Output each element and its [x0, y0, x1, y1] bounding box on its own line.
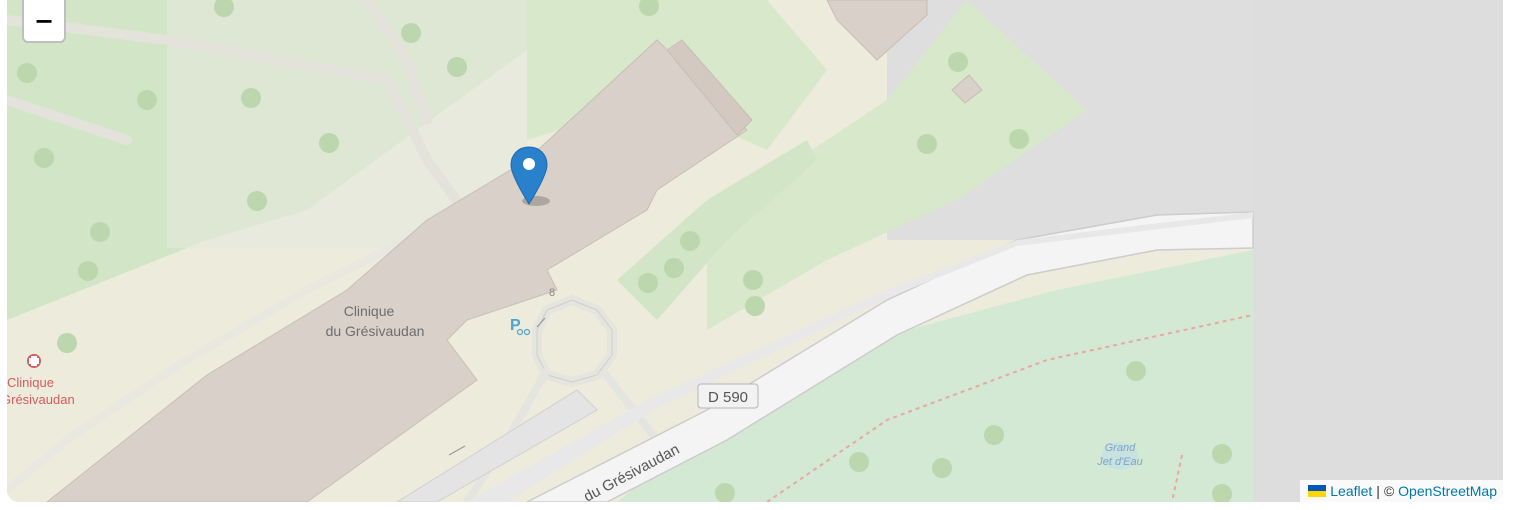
- bicycle-parking-icon: P: [510, 317, 531, 336]
- building-tiny: [951, 74, 983, 104]
- map-attribution: Leaflet | © OpenStreetMap: [1300, 480, 1503, 502]
- openstreetmap-link[interactable]: OpenStreetMap: [1398, 483, 1497, 499]
- road-ref-shield: D 590: [697, 383, 759, 409]
- pond: [1102, 442, 1138, 470]
- hospital-cross-icon: [27, 354, 41, 368]
- attribution-separator: |: [1376, 483, 1380, 499]
- map-tiles[interactable]: Clinique du Grésivaudan Clinique Grésiva…: [7, 0, 1503, 502]
- water-label-line2: Jet d'Eau: [1096, 456, 1143, 468]
- building-label-line1: Clinique: [344, 303, 395, 319]
- trees: [17, 0, 1232, 502]
- road-shoulder: [467, 212, 1253, 502]
- footpath-2: [1171, 454, 1183, 502]
- grass-area-right: [707, 0, 1087, 330]
- building-wing: [666, 39, 753, 136]
- road-d590: [526, 211, 1254, 502]
- parking-lot: [396, 389, 598, 502]
- zoom-out-button[interactable]: −: [22, 0, 66, 43]
- house-number: 8: [549, 287, 555, 299]
- minus-icon: −: [33, 7, 55, 35]
- copyright-symbol: ©: [1383, 483, 1395, 499]
- map-view[interactable]: Clinique du Grésivaudan Clinique Grésiva…: [7, 0, 1503, 502]
- clinic-building: [46, 39, 748, 502]
- map-marker-icon[interactable]: [510, 146, 558, 213]
- park-bottom: [617, 250, 1253, 502]
- poi-label-line1: Clinique: [7, 375, 54, 390]
- leaflet-link[interactable]: Leaflet: [1330, 483, 1373, 499]
- oneway-arrow: [536, 317, 546, 328]
- building-label-line2: du Grésivaudan: [326, 323, 425, 339]
- poi-label-line2: Grésivaudan: [7, 392, 75, 407]
- ukraine-flag-icon: [1308, 485, 1327, 497]
- footpath: [766, 314, 1254, 502]
- building-small: [826, 0, 928, 61]
- oneway-arrow-2: [448, 445, 466, 456]
- water-label-line1: Grand: [1105, 442, 1136, 454]
- svg-text:D 590: D 590: [708, 389, 748, 406]
- svg-text:P: P: [510, 317, 521, 334]
